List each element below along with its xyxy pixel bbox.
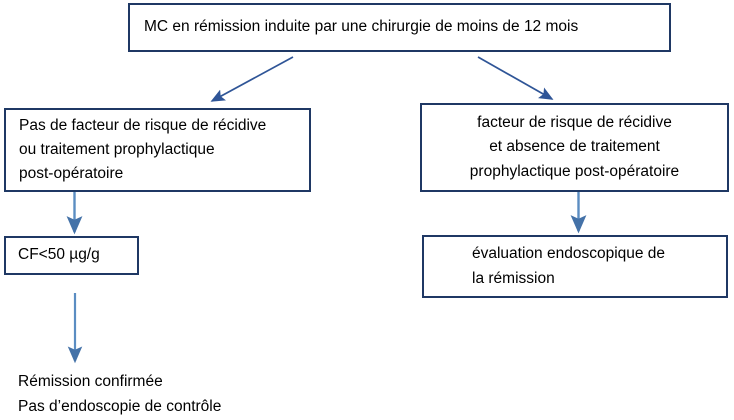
edge-root-to-left-condition [210, 56, 294, 102]
edge-root-to-right-condition [477, 56, 554, 100]
node-right-condition: facteur de risque de récidive et absence… [420, 103, 729, 192]
node-left-condition-line-2: ou traitement prophylactique [19, 140, 215, 158]
node-right-condition-line-1: facteur de risque de récidive [477, 114, 672, 132]
node-endoscopic-evaluation: évaluation endoscopique de la rémission [422, 235, 728, 298]
node-root-condition: MC en rémission induite par une chirurgi… [128, 3, 671, 52]
node-endoscopic-evaluation-line-1: évaluation endoscopique de [472, 245, 666, 263]
node-left-condition-line-3: post-opératoire [19, 165, 124, 182]
node-calprotectin-threshold: CF<50 µg/g [4, 236, 139, 275]
node-outcome-text: Rémission confirmée Pas d’endoscopie de … [18, 370, 318, 420]
node-right-condition-line-3: prophylactique post-opératoire [469, 162, 680, 180]
node-outcome-line-2: Pas d’endoscopie de contrôle [18, 397, 222, 415]
node-outcome-line-1: Rémission confirmée [18, 373, 163, 390]
node-root-line-1: MC en rémission induite par une chirurgi… [144, 18, 579, 36]
node-right-condition-line-2: et absence de traitement [489, 138, 660, 156]
node-endoscopic-evaluation-line-2: la rémission [472, 269, 555, 287]
node-calprotectin-line-1: CF<50 µg/g [18, 246, 100, 264]
node-left-condition: Pas de facteur de risque de récidive ou … [4, 108, 311, 192]
node-left-condition-line-1: Pas de facteur de risque de récidive [19, 116, 267, 134]
